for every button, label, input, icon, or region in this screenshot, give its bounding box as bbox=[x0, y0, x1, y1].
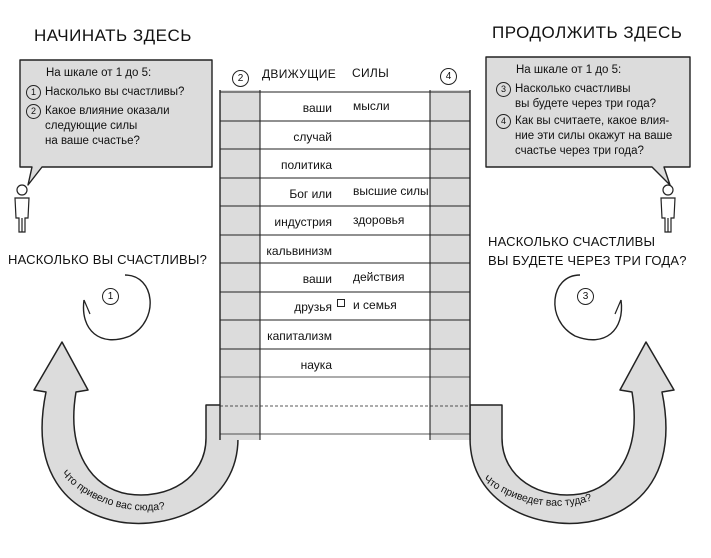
question-1-row: 1 Насколько вы счастливы? bbox=[26, 85, 184, 100]
loop-number-3-icon: 3 bbox=[577, 288, 594, 305]
question-4-text: Как вы считаете, какое влия- ние эти сил… bbox=[515, 115, 673, 157]
question-1-text: Насколько вы счастливы? bbox=[45, 86, 185, 98]
column-header-left: ДВИЖУЩИЕ bbox=[262, 67, 337, 81]
forces-table bbox=[219, 90, 471, 440]
column-number-4-icon: 4 bbox=[440, 68, 457, 85]
force-left-item: друзья bbox=[294, 300, 332, 314]
left-bubble-intro: На шкале от 1 до 5: bbox=[46, 67, 152, 79]
number-3-icon: 3 bbox=[496, 82, 511, 97]
start-title: НАЧИНАТЬ ЗДЕСЬ bbox=[34, 26, 192, 45]
column-number-2-icon: 2 bbox=[232, 70, 249, 87]
force-left-item: ваши bbox=[302, 101, 332, 115]
question-3-text: Насколько счастливы вы будете через три … bbox=[515, 83, 656, 110]
question-4-row: 4 Как вы считаете, какое влия- ние эти с… bbox=[496, 114, 672, 159]
force-left-item: кальвинизм bbox=[266, 244, 332, 258]
right-speech-bubble bbox=[485, 56, 691, 186]
loop-number-1-icon: 1 bbox=[102, 288, 119, 305]
checkbox-icon bbox=[337, 299, 345, 307]
number-2-icon: 2 bbox=[26, 104, 41, 119]
force-left-item: политика bbox=[281, 158, 332, 172]
force-left-item: ваши bbox=[302, 272, 332, 286]
left-loop-arrow bbox=[33, 274, 239, 525]
force-left-item: Бог или bbox=[289, 187, 332, 201]
question-2-row: 2 Какое влияние оказали следующие силы н… bbox=[26, 104, 184, 149]
right-bubble-text: На шкале от 1 до 5: 3 Насколько счастлив… bbox=[496, 63, 672, 159]
force-right-item: и семья bbox=[353, 298, 397, 312]
force-right-item: мысли bbox=[353, 99, 390, 113]
right-loop-arrow bbox=[469, 274, 675, 525]
force-left-item: индустрия bbox=[274, 215, 332, 229]
force-left-item: случай bbox=[293, 130, 332, 144]
question-3-row: 3 Насколько счастливы вы будете через тр… bbox=[496, 82, 672, 112]
force-right-item: высшие силы bbox=[353, 184, 429, 198]
continue-title: ПРОДОЛЖИТЬ ЗДЕСЬ bbox=[492, 23, 683, 42]
force-left-item: наука bbox=[300, 358, 332, 372]
force-right-item: здоровья bbox=[353, 213, 405, 227]
question-left: НАСКОЛЬКО ВЫ СЧАСТЛИВЫ? bbox=[8, 252, 208, 267]
column-header-right: СИЛЫ bbox=[352, 66, 389, 80]
number-1-icon: 1 bbox=[26, 85, 41, 100]
left-bubble-text: На шкале от 1 до 5: 1 Насколько вы счаст… bbox=[26, 66, 184, 149]
force-left-item: капитализм bbox=[267, 329, 332, 343]
number-4-icon: 4 bbox=[496, 114, 511, 129]
right-bubble-intro: На шкале от 1 до 5: bbox=[516, 64, 622, 76]
question-2-text: Какое влияние оказали следующие силы на … bbox=[45, 105, 170, 147]
force-right-item: действия bbox=[353, 270, 405, 284]
left-speech-bubble bbox=[19, 59, 213, 186]
question-right: НАСКОЛЬКО СЧАСТЛИВЫ ВЫ БУДЕТЕ ЧЕРЕЗ ТРИ … bbox=[488, 234, 687, 268]
person-left-icon bbox=[14, 184, 30, 233]
person-right-icon bbox=[660, 184, 676, 233]
